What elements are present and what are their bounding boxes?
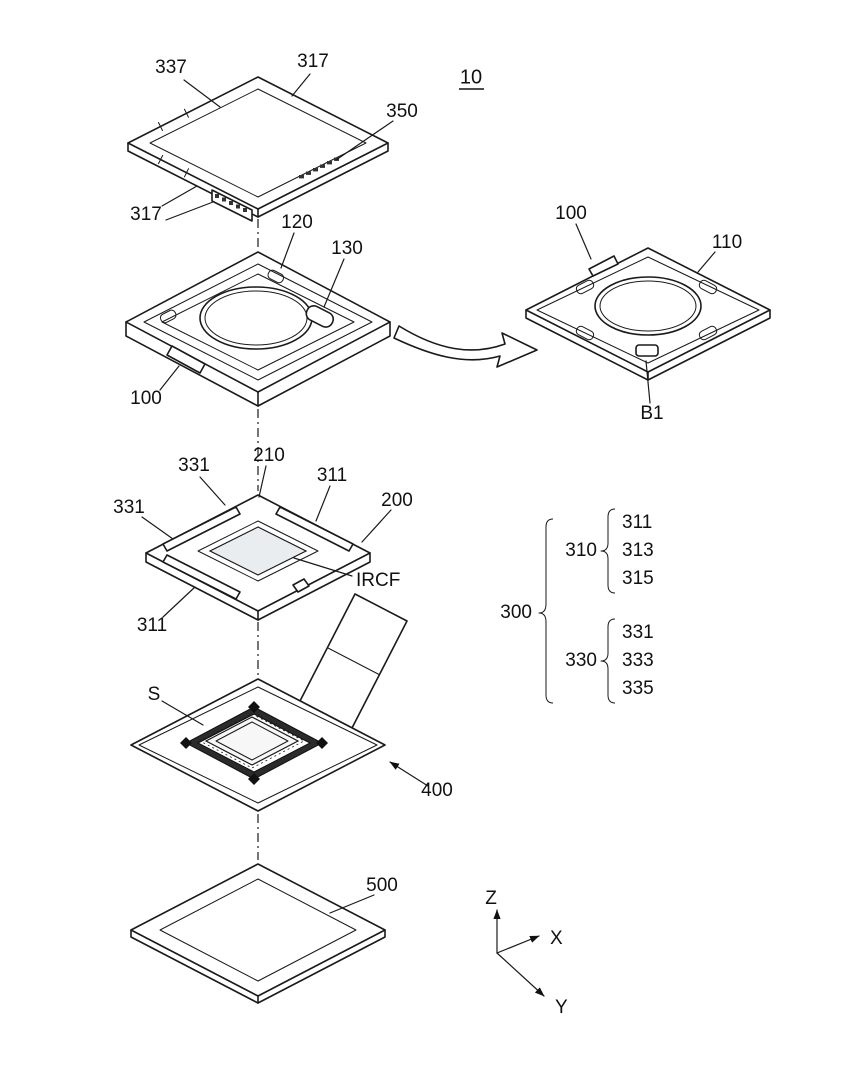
base-plate-part xyxy=(130,863,386,1004)
label-axis-y: Y xyxy=(555,997,568,1018)
brace-310 xyxy=(600,508,616,594)
image-sensor-chip xyxy=(204,716,300,766)
label-317-top: 317 xyxy=(297,51,329,72)
edge-notch xyxy=(292,578,310,593)
label-210: 210 xyxy=(253,445,285,466)
label-200: 200 xyxy=(381,490,413,511)
upper-housing-part xyxy=(125,251,391,407)
label-311-topright: 311 xyxy=(317,465,347,486)
rail-top-left xyxy=(162,506,241,552)
label-331-top: 331 xyxy=(178,455,210,476)
label-333-item: 333 xyxy=(622,650,654,671)
label-130: 130 xyxy=(331,238,363,259)
shield-cover-part xyxy=(127,76,389,222)
label-B1: B1 xyxy=(640,403,663,424)
label-axis-x: X xyxy=(550,928,563,949)
label-315-item: 315 xyxy=(622,568,654,589)
label-350: 350 xyxy=(386,101,418,122)
leader-lines xyxy=(141,73,716,914)
label-400: 400 xyxy=(421,780,453,801)
ircf-filter-pane xyxy=(208,526,308,576)
label-310: 310 xyxy=(565,540,597,561)
substrate-part xyxy=(130,593,408,812)
coordinate-axes: Z X Y xyxy=(485,888,568,1018)
label-337: 337 xyxy=(155,57,187,78)
label-335-item: 335 xyxy=(622,678,654,699)
lens-opening xyxy=(594,276,702,336)
brace-330 xyxy=(600,618,616,704)
label-500: 500 xyxy=(366,875,398,896)
figure-number: 10 xyxy=(460,66,482,88)
label-IRCF: IRCF xyxy=(356,570,400,591)
connector-block xyxy=(211,189,253,222)
reference-labels: 337 317 10 350 317 120 130 100 100 110 B… xyxy=(113,51,742,896)
housing-tab xyxy=(166,345,206,374)
label-300: 300 xyxy=(500,602,532,623)
label-100-housing: 100 xyxy=(130,388,162,409)
label-axis-z: Z xyxy=(485,888,497,909)
label-317-left: 317 xyxy=(130,204,162,225)
label-100-detached: 100 xyxy=(555,203,587,224)
label-110: 110 xyxy=(712,232,742,253)
y-axis-arrow-icon xyxy=(496,952,545,997)
side-feature xyxy=(305,305,335,328)
label-120: 120 xyxy=(281,212,313,233)
detached-housing-part xyxy=(525,247,771,381)
label-311-item: 311 xyxy=(622,512,652,533)
direction-arrow xyxy=(393,325,538,368)
rail-top-right xyxy=(275,506,354,552)
label-311-bottom: 311 xyxy=(137,615,167,636)
lens-opening xyxy=(199,286,313,350)
label-331-left: 331 xyxy=(113,497,145,518)
brace-300 xyxy=(538,518,554,704)
housing-tab xyxy=(588,255,619,277)
label-313-item: 313 xyxy=(622,540,654,561)
label-S: S xyxy=(148,684,161,705)
filter-frame-part xyxy=(145,494,371,621)
reference-brackets: 300 310 311 313 315 330 331 333 335 xyxy=(500,508,654,704)
rail-bottom-left xyxy=(162,554,241,600)
b1-feature xyxy=(635,344,659,357)
label-331-item: 331 xyxy=(622,622,654,643)
x-axis-arrow-icon xyxy=(496,935,540,954)
label-330: 330 xyxy=(565,650,597,671)
